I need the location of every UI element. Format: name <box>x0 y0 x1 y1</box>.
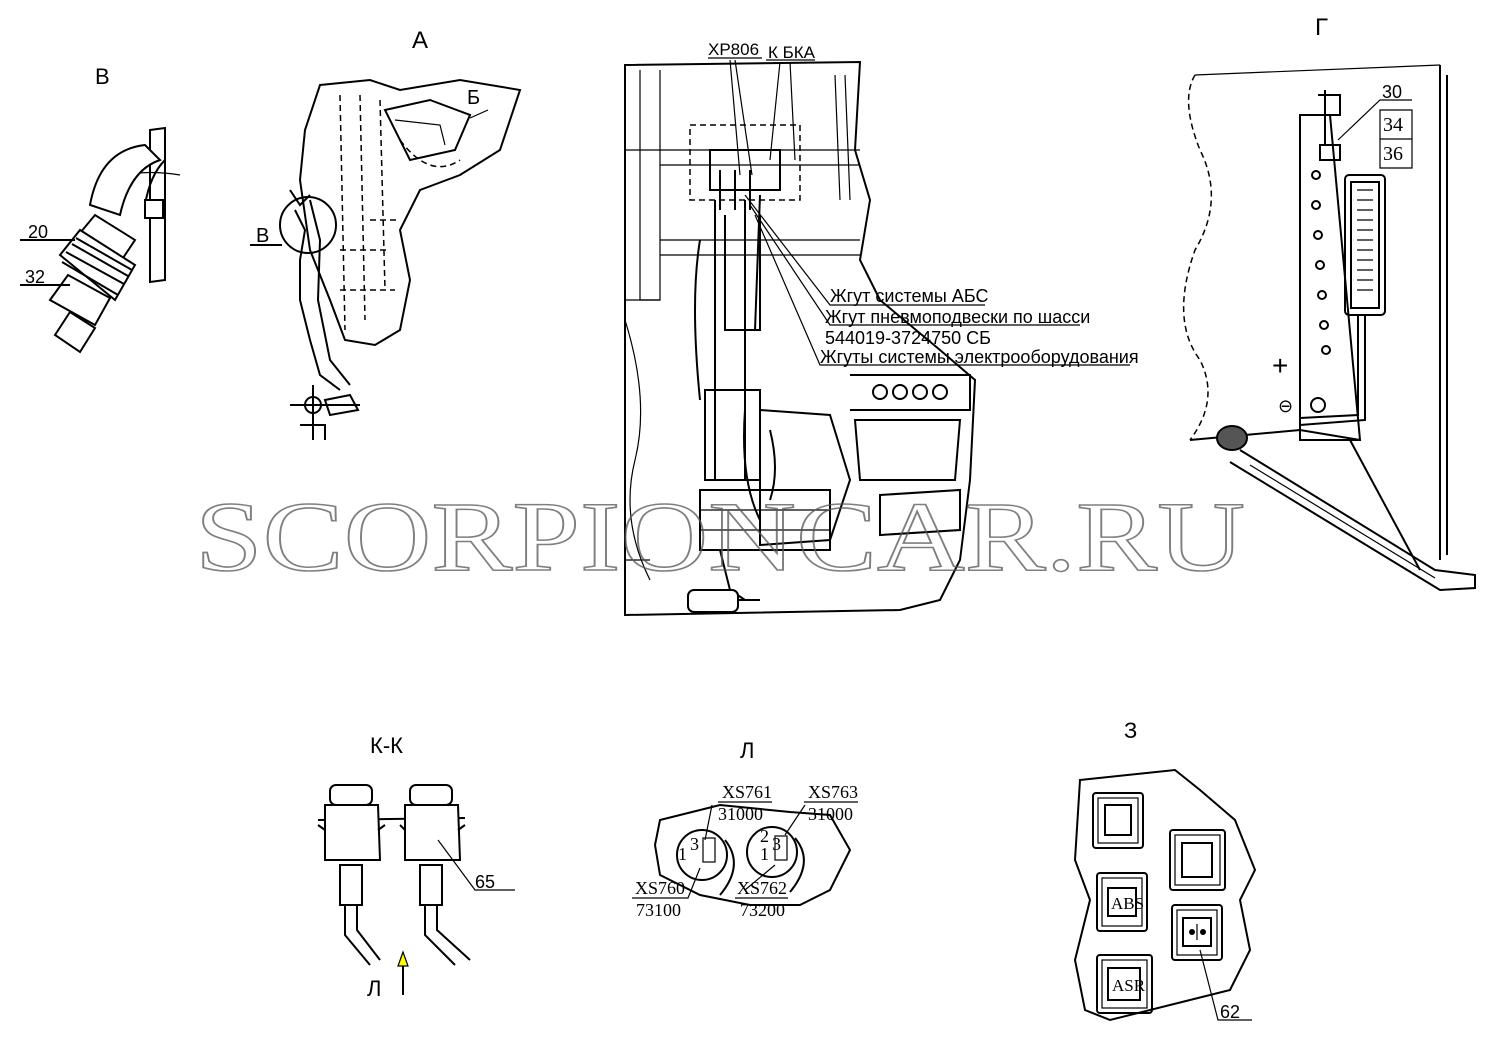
switch-right <box>399 784 471 966</box>
button-asr: ASR <box>1096 954 1153 1014</box>
view-arrow-l: Л <box>367 976 381 1001</box>
view-a-bracket: А Б В <box>250 27 522 440</box>
label-harness-code: 544019-3724750 СБ <box>825 328 991 348</box>
view-label-l: Л <box>740 738 754 763</box>
label-k-bka: К БКА <box>768 43 816 62</box>
pin-3-right: 3 <box>772 834 781 854</box>
axle-icon <box>1189 929 1195 935</box>
label-xs760-code: 73100 <box>636 900 681 920</box>
sign-plus: + <box>1272 350 1288 381</box>
label-xs761-code: 31000 <box>718 804 763 824</box>
view-g-panel: Г + ⊖ 30 34 36 <box>1182 14 1476 592</box>
callout-20: 20 <box>28 222 48 242</box>
view-label-g: Г <box>1315 14 1328 41</box>
label-xs760: XS760 <box>635 878 685 898</box>
callout-34: 34 <box>1383 114 1403 136</box>
switch-left <box>317 784 386 966</box>
button-top-left <box>1092 792 1144 849</box>
view-z-button-panel: З ABS ASR <box>1073 718 1257 1022</box>
callout-32: 32 <box>25 267 45 287</box>
watermark: SCORPIONCAR.RU <box>195 481 1245 592</box>
callout-36: 36 <box>1383 143 1403 165</box>
label-harness-pneumo: Жгут пневмоподвески по шасси <box>825 307 1090 327</box>
view-label-a: А <box>412 27 428 54</box>
pin-1-right: 1 <box>760 844 769 864</box>
pin-1-left: 1 <box>678 844 687 864</box>
button-axle-icon <box>1171 904 1223 961</box>
label-harness-abs: Жгут системы АБС <box>830 286 988 306</box>
label-harness-electric: Жгуты системы электрооборудования <box>820 347 1139 367</box>
label-xp806: ХР806 <box>708 40 759 59</box>
callout-65: 65 <box>475 872 495 892</box>
pin-2-right: 2 <box>760 826 769 846</box>
main-chassis-view: ХР806 К БКА Жгут системы АБС Жгут пневмо… <box>624 40 1139 617</box>
label-xs761: XS761 <box>722 782 772 802</box>
callout-30: 30 <box>1382 82 1402 102</box>
label-xs762-code: 73200 <box>740 900 785 920</box>
view-v-connector: В 20 32 <box>20 64 181 354</box>
view-label-kk: К-К <box>370 733 403 758</box>
view-kk-switches: К-К 65 Л <box>317 733 515 1001</box>
view-label-z: З <box>1124 718 1137 743</box>
label-xs763: XS763 <box>808 782 858 802</box>
button-top-right <box>1169 829 1226 891</box>
pin-3-left: 3 <box>690 834 699 854</box>
button-label-asr: ASR <box>1112 976 1146 995</box>
sign-minus: ⊖ <box>1278 396 1293 416</box>
view-l-connectors: Л 1 3 2 1 3 XS761 31000 XS763 31000 XS76… <box>632 738 858 920</box>
button-abs: ABS <box>1096 872 1148 932</box>
view-label-b: Б <box>467 87 480 109</box>
callout-62: 62 <box>1220 1002 1240 1022</box>
label-xs763-code: 31000 <box>808 804 853 824</box>
label-xs762: XS762 <box>737 878 787 898</box>
view-marker-v: В <box>256 225 269 247</box>
button-label-abs: ABS <box>1111 894 1144 913</box>
view-label-v: В <box>95 64 110 89</box>
